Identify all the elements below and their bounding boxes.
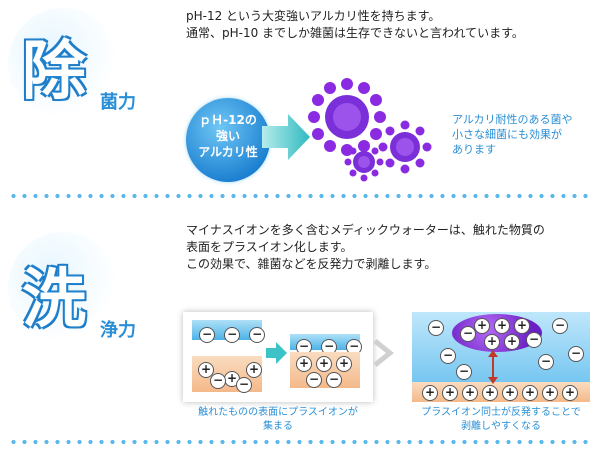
ph-circle-line-1: ｐＨ-12の — [199, 113, 257, 127]
dotted-divider-bottom — [8, 440, 592, 444]
plus-sign: + — [198, 362, 214, 378]
plus-sign: + — [502, 385, 518, 401]
caption-left: 触れたものの表面にプラスイオンが 集まる — [178, 406, 378, 434]
side-note-line-3: あります — [452, 143, 496, 156]
ph-circle — [186, 98, 270, 182]
cleaning-sub-word: 浄力 — [100, 320, 136, 341]
plus-sign: + — [482, 385, 498, 401]
minus-sign: − — [346, 339, 363, 355]
sterilization-side-note: アルカリ耐性のある菌や 小さな細菌にも効果が あります — [452, 112, 597, 157]
minus-sign: − — [210, 373, 226, 389]
plus-sign: + — [542, 385, 558, 401]
bacteria-large-icon — [308, 78, 386, 156]
minus-sign: − — [306, 372, 322, 388]
caption-left-line-1: 触れたものの表面にプラスイオンが — [198, 407, 358, 418]
plus-sign: + — [522, 385, 538, 401]
dotted-divider-top — [8, 194, 592, 198]
plus-sign: + — [474, 318, 490, 334]
sterilization-sub-word: 菌力 — [100, 92, 136, 113]
side-note-line-1: アルカリ耐性のある菌や — [452, 113, 573, 126]
plus-sign: + — [462, 385, 478, 401]
ph-circle-text: ｐＨ-12の 強い アルカリ性 — [186, 112, 270, 160]
sterilization-text-line-1: pH-12 という大変強いアルカリ性を持ちます。 — [186, 9, 441, 23]
caption-right-line-2: 剥離しやすくなる — [461, 421, 541, 432]
plus-sign: + — [296, 356, 312, 372]
chevron-right-icon — [373, 339, 394, 367]
plus-sign: + — [484, 334, 500, 350]
minus-sign: − — [199, 327, 215, 343]
minus-sign: − — [568, 346, 584, 362]
sterilization-big-char: 除 — [22, 35, 86, 109]
sterilization-title-circle — [8, 8, 118, 118]
caption-right-line-1: プラスイオン同士が反発することで — [421, 407, 581, 418]
minus-sign: − — [249, 327, 266, 343]
arrow-right-icon — [266, 342, 287, 364]
cleaning-big-char: 洗 — [22, 263, 86, 337]
cleaning-text: マイナスイオンを多く含むメディックウォーターは、触れた物質の 表面をプラスイオン… — [186, 222, 596, 273]
plus-sign: + — [246, 362, 262, 378]
cleaning-title-circle — [8, 232, 118, 342]
minus-signs-2: − − − — [296, 335, 363, 355]
minus-sign: − — [552, 318, 568, 334]
caption-left-line-2: 集まる — [263, 421, 293, 432]
minus-signs-1: − − − — [199, 323, 266, 343]
plus-sign: + — [442, 385, 458, 401]
repel-arrow-icon — [488, 350, 498, 384]
side-note-line-2: 小さな細菌にも効果が — [452, 128, 562, 141]
cleaning-text-line-3: この効果で、雑菌などを反発力で剥離します。 — [186, 257, 437, 271]
plus-sign: + — [514, 318, 530, 334]
minus-sign: − — [526, 332, 542, 348]
minus-sign: − — [456, 364, 472, 380]
cleaning-text-line-2: 表面をプラスイオン化します。 — [186, 240, 353, 254]
cleaning-text-line-1: マイナスイオンを多く含むメディックウォーターは、触れた物質の — [186, 223, 545, 237]
plus-sign: + — [422, 385, 438, 401]
bacteria-medium-icon — [378, 120, 432, 174]
plus-sign: + — [562, 385, 578, 401]
ph-circle-line-2: 強い — [215, 129, 240, 143]
minus-sign: − — [428, 320, 444, 336]
minus-sign: − — [460, 326, 476, 342]
arrow-right-icon — [262, 114, 310, 160]
minus-sign: − — [440, 348, 456, 364]
plus-sign: + — [494, 318, 510, 334]
sterilization-text-line-2: 通常、pH-10 までしか雑菌は生存できないと言われています。 — [186, 26, 524, 40]
caption-right: プラスイオン同士が反発することで 剥離しやすくなる — [404, 406, 598, 434]
minus-sign: − — [224, 327, 241, 343]
minus-sign: − — [236, 377, 252, 393]
plus-sign: + — [316, 356, 332, 372]
minus-sign: − — [326, 372, 342, 388]
minus-sign: − — [538, 354, 554, 370]
sterilization-text: pH-12 という大変強いアルカリ性を持ちます。 通常、pH-10 までしか雑菌… — [186, 8, 596, 42]
plus-sign: + — [336, 356, 352, 372]
bacteria-small-icon — [344, 142, 384, 182]
ph-circle-line-3: アルカリ性 — [198, 145, 258, 159]
plus-sign: + — [504, 334, 520, 350]
